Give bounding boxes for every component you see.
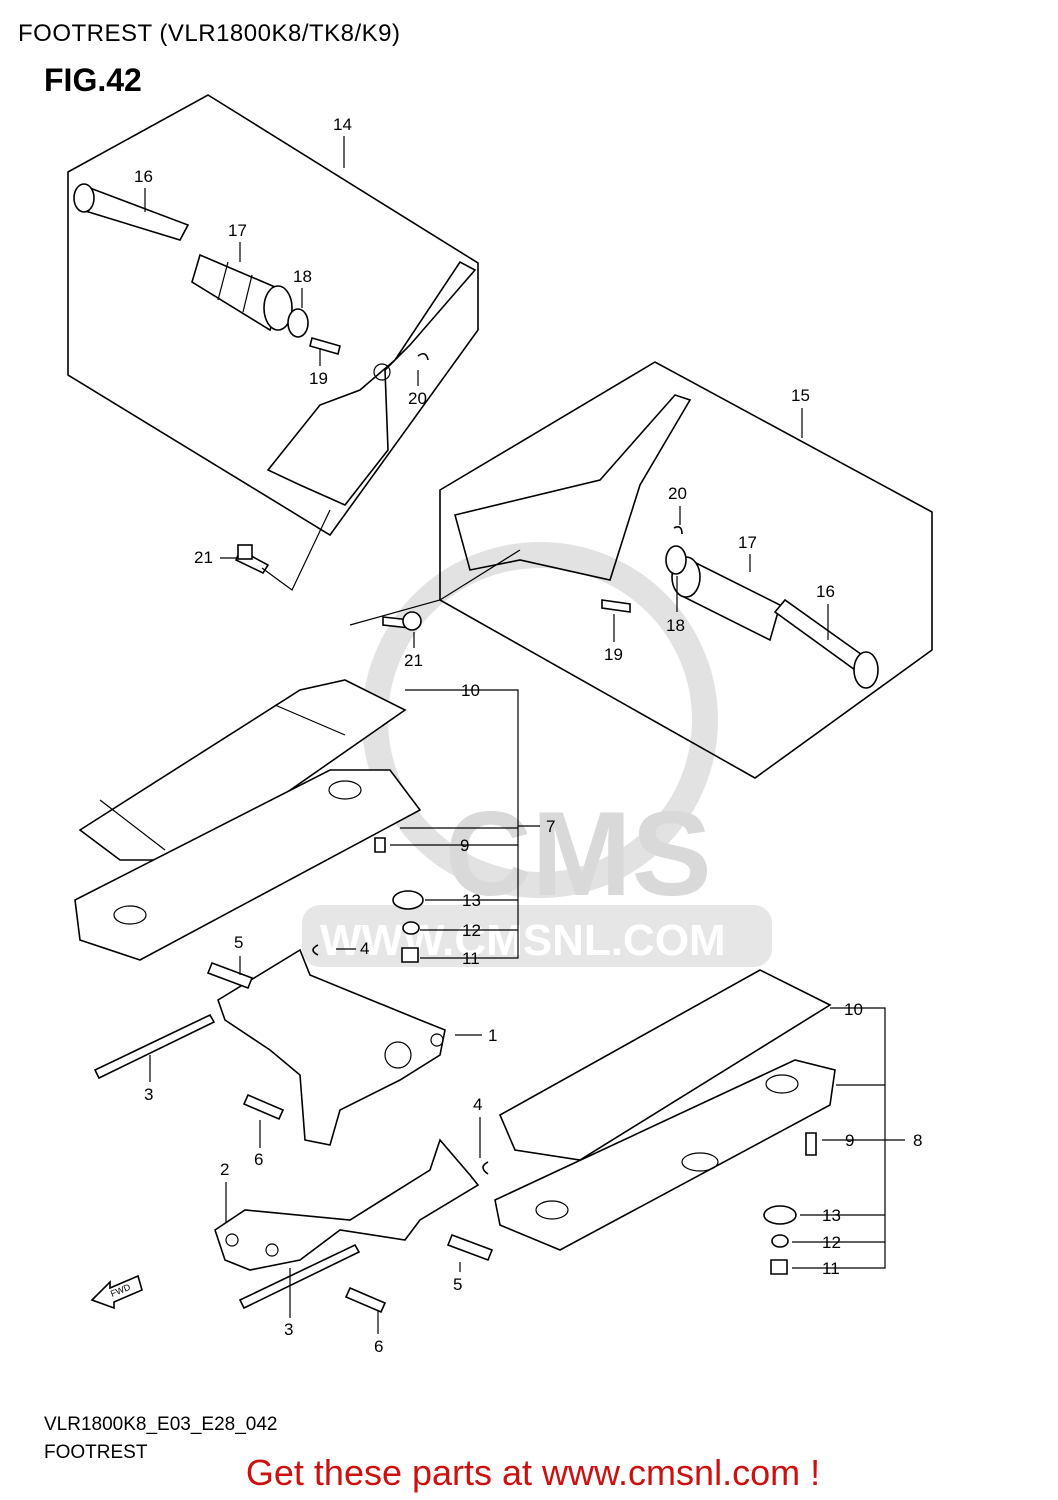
callout-18b: 18 xyxy=(666,616,685,635)
washer-12b xyxy=(771,1234,789,1248)
parts-link-banner[interactable]: Get these parts at www.cmsnl.com ! xyxy=(0,1452,1058,1494)
callout-18a: 18 xyxy=(293,267,312,286)
callout-21b: 21 xyxy=(404,651,423,670)
washer-18 xyxy=(287,308,309,338)
callout-3b: 3 xyxy=(284,1320,293,1339)
floorboard-rubber-10 xyxy=(78,679,407,861)
figure-label: FIG.42 xyxy=(44,62,142,98)
callout-1: 1 xyxy=(488,1026,497,1045)
callout-5b: 5 xyxy=(453,1275,462,1294)
page-title: FOOTREST (VLR1800K8/TK8/K9) xyxy=(18,20,401,47)
footrest-rubber-17 xyxy=(191,253,293,332)
assembly-15-right-footrest xyxy=(439,361,933,779)
clip-4b xyxy=(482,1161,489,1175)
callout-11a: 11 xyxy=(462,949,480,968)
leader-lines-upper xyxy=(390,689,540,959)
clip-20b xyxy=(673,526,683,535)
callout-13b: 13 xyxy=(822,1206,841,1225)
callout-12b: 12 xyxy=(822,1233,841,1252)
callout-12a: 12 xyxy=(462,921,481,940)
clip-4a xyxy=(312,944,319,956)
pin-3a xyxy=(93,1013,216,1080)
callout-17b: 17 xyxy=(738,533,757,552)
bolt-9b xyxy=(805,1132,817,1156)
callout-3a: 3 xyxy=(144,1085,153,1104)
callout-19a: 19 xyxy=(309,369,328,388)
footrest-pin-16 xyxy=(73,183,190,241)
diagram-code: VLR1800K8_E03_E28_042 xyxy=(44,1414,278,1435)
callout-8: 8 xyxy=(913,1131,922,1150)
callout-14: 14 xyxy=(333,115,352,134)
watermark-brand: CMS xyxy=(445,787,712,921)
callout-15: 15 xyxy=(791,386,810,405)
callout-20b: 20 xyxy=(668,484,687,503)
watermark: CMS WWW.CMSNL.COM xyxy=(302,542,772,967)
floorboard-base-8 xyxy=(494,1059,836,1251)
bracket-15 xyxy=(454,394,692,581)
washer-13a xyxy=(392,890,424,910)
washer-12a xyxy=(402,921,420,935)
callout-11b: 11 xyxy=(822,1259,840,1278)
bolt-6b xyxy=(344,1286,387,1314)
bolt-6a xyxy=(242,1093,285,1121)
banner-text[interactable]: Get these parts at www.cmsnl.com ! xyxy=(245,1452,821,1493)
bracket-1 xyxy=(217,948,482,1146)
pin-19b xyxy=(601,599,631,613)
bolt-21-right xyxy=(349,549,521,631)
floorboard-lower xyxy=(494,969,836,1275)
callout-10a: 10 xyxy=(461,681,480,700)
washer-18b xyxy=(665,545,687,575)
bracket-2 xyxy=(214,1138,480,1271)
callout-10b: 10 xyxy=(844,1000,863,1019)
callout-2: 2 xyxy=(220,1160,229,1179)
callout-19b: 19 xyxy=(604,645,623,664)
callout-9a: 9 xyxy=(460,836,469,855)
callout-21a: 21 xyxy=(194,548,213,567)
clip-20 xyxy=(417,352,429,361)
callout-6a: 6 xyxy=(254,1150,263,1169)
callout-6b: 6 xyxy=(374,1337,383,1356)
callout-4a: 4 xyxy=(360,939,369,958)
callout-17a: 17 xyxy=(228,221,247,240)
callout-20a: 20 xyxy=(408,389,427,408)
forward-arrow-icon: FWD xyxy=(90,1274,143,1310)
diagram-name: FOOTREST xyxy=(44,1442,148,1463)
floorboard-rubber-10b xyxy=(498,969,832,1161)
callout-numbers: 14 16 17 18 19 20 21 15 20 17 16 18 19 2… xyxy=(134,115,922,1356)
spring-5b xyxy=(446,1233,494,1262)
watermark-url: WWW.CMSNL.COM xyxy=(320,916,726,965)
nut-11a xyxy=(401,947,419,963)
pin-19 xyxy=(309,337,341,355)
assembly-14-left-footrest xyxy=(67,94,479,537)
floorboard-upper xyxy=(74,679,424,963)
nut-11b xyxy=(770,1259,788,1275)
bolt-9a xyxy=(374,837,386,853)
callout-7: 7 xyxy=(546,817,555,836)
pin-3b xyxy=(238,1243,361,1310)
callout-16a: 16 xyxy=(134,167,153,186)
callout-16b: 16 xyxy=(816,582,835,601)
callout-13a: 13 xyxy=(462,891,481,910)
floorboard-base-7 xyxy=(74,769,422,961)
bracket-14 xyxy=(266,260,477,506)
bolt-21-left xyxy=(234,509,331,591)
callout-4b: 4 xyxy=(473,1095,482,1114)
callout-9b: 9 xyxy=(845,1131,854,1150)
spring-5a xyxy=(206,961,254,990)
callout-5a: 5 xyxy=(234,933,243,952)
number-leaders xyxy=(144,136,829,1334)
leader-lines-lower xyxy=(792,1007,905,1269)
washer-13b xyxy=(763,1205,797,1225)
